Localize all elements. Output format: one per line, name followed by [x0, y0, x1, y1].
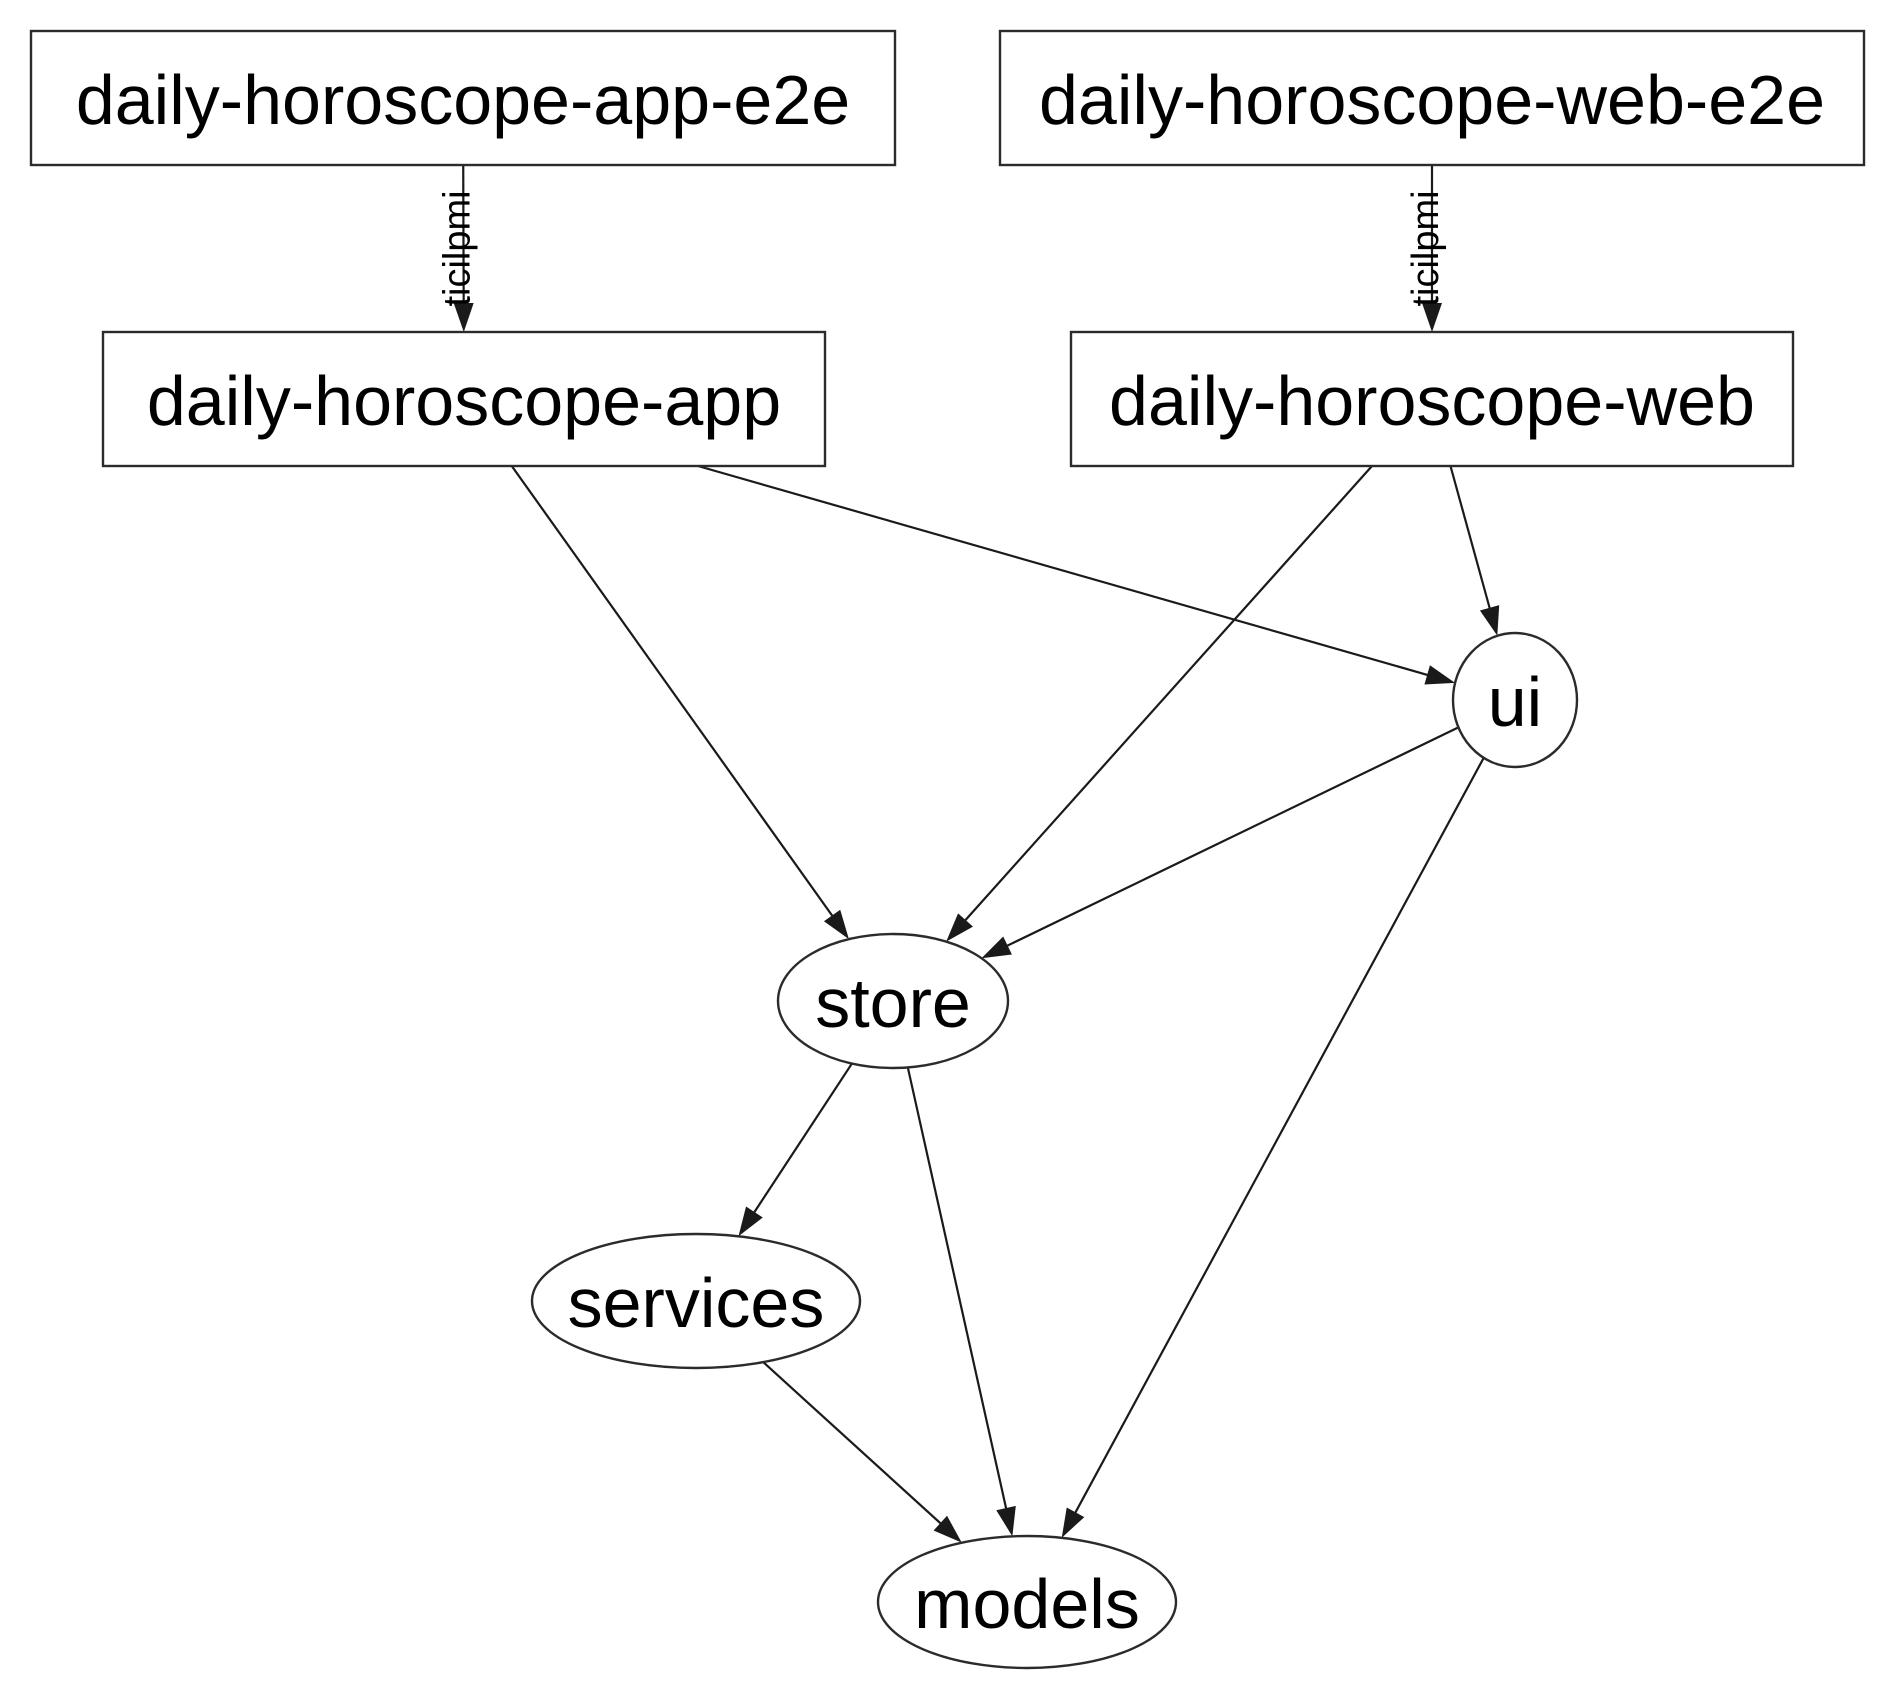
edge-label-glyph: i: [1405, 190, 1447, 198]
edge-label-glyph: l: [437, 252, 479, 260]
node-ui[interactable]: ui: [1451, 631, 1579, 769]
node-label: ui: [1488, 663, 1542, 741]
edge-daily-horoscope-app-to-ui: [697, 464, 1456, 685]
edge-label-glyph: p: [1405, 231, 1447, 252]
edge-daily-horoscope-web-to-ui: [1449, 465, 1500, 636]
arrowhead-icon: [823, 909, 849, 940]
arrowhead-icon: [1422, 303, 1442, 332]
node-label: daily-horoscope-app: [147, 362, 781, 440]
edge-ui-to-store: [981, 726, 1459, 959]
edge-label-glyph: m: [1405, 199, 1447, 231]
arrowhead-icon: [1061, 1507, 1085, 1538]
arrowhead-icon: [996, 1505, 1016, 1537]
edge-daily-horoscope-app-e2e-to-daily-horoscope-app: [453, 164, 474, 332]
node-label: daily-horoscope-app-e2e: [76, 61, 850, 139]
node-label: models: [914, 1565, 1140, 1643]
arrowhead-icon: [981, 936, 1012, 959]
library-node-ellipse[interactable]: [876, 1534, 1178, 1670]
edge-label-glyph: c: [1405, 269, 1447, 288]
edge-label-glyph: i: [437, 288, 479, 296]
node-services[interactable]: services: [530, 1232, 862, 1370]
arrowhead-icon: [933, 1515, 962, 1543]
edge-daily-horoscope-web-to-store: [946, 465, 1373, 942]
node-daily-horoscope-web[interactable]: daily-horoscope-web: [1069, 330, 1795, 468]
node-daily-horoscope-app-e2e[interactable]: daily-horoscope-app-e2e: [29, 29, 897, 167]
edge-label-glyph: l: [1405, 252, 1447, 260]
arrowhead-icon: [738, 1206, 763, 1237]
node-daily-horoscope-app[interactable]: daily-horoscope-app: [101, 330, 827, 468]
library-node-ellipse[interactable]: [1451, 631, 1579, 769]
project-node-box[interactable]: [29, 29, 897, 167]
edges-layer: [453, 164, 1500, 1543]
edge-services-to-models: [762, 1361, 962, 1543]
edge-label-glyph: m: [437, 199, 479, 231]
edge-daily-horoscope-web-e2e-to-daily-horoscope-web: [1422, 165, 1442, 332]
project-node-box[interactable]: [998, 29, 1866, 167]
library-node-ellipse[interactable]: [776, 932, 1010, 1070]
arrowhead-icon: [946, 913, 973, 942]
node-label: daily-horoscope-web: [1109, 362, 1755, 440]
edge-label-glyph: i: [437, 190, 479, 198]
edge-label-glyph: i: [437, 260, 479, 268]
node-label: daily-horoscope-web-e2e: [1039, 61, 1825, 139]
project-node-box[interactable]: [1069, 330, 1795, 468]
edge-ui-to-models: [1061, 757, 1485, 1538]
node-models[interactable]: models: [876, 1534, 1178, 1670]
edge-label-glyph: i: [1405, 260, 1447, 268]
edge-label-glyph: c: [437, 269, 479, 288]
node-store[interactable]: store: [776, 932, 1010, 1070]
edge-daily-horoscope-app-to-store: [510, 465, 849, 940]
edge-label-glyph: p: [437, 231, 479, 252]
library-node-ellipse[interactable]: [530, 1232, 862, 1370]
arrowhead-icon: [1479, 605, 1500, 636]
edge-label-glyph: t: [437, 296, 479, 307]
edge-label-glyph: i: [1405, 288, 1447, 296]
node-label: services: [568, 1264, 825, 1342]
node-label: store: [815, 964, 971, 1042]
edge-label-glyph: t: [1405, 296, 1447, 307]
node-daily-horoscope-web-e2e[interactable]: daily-horoscope-web-e2e: [998, 29, 1866, 167]
project-node-box[interactable]: [101, 330, 827, 468]
edge-store-to-services: [738, 1062, 853, 1237]
nodes-layer: daily-horoscope-app-e2e daily-horoscope-w…: [29, 29, 1866, 1670]
edge-store-to-models: [906, 1067, 1016, 1537]
arrowhead-icon: [1424, 665, 1456, 685]
arrowhead-icon: [453, 302, 474, 332]
